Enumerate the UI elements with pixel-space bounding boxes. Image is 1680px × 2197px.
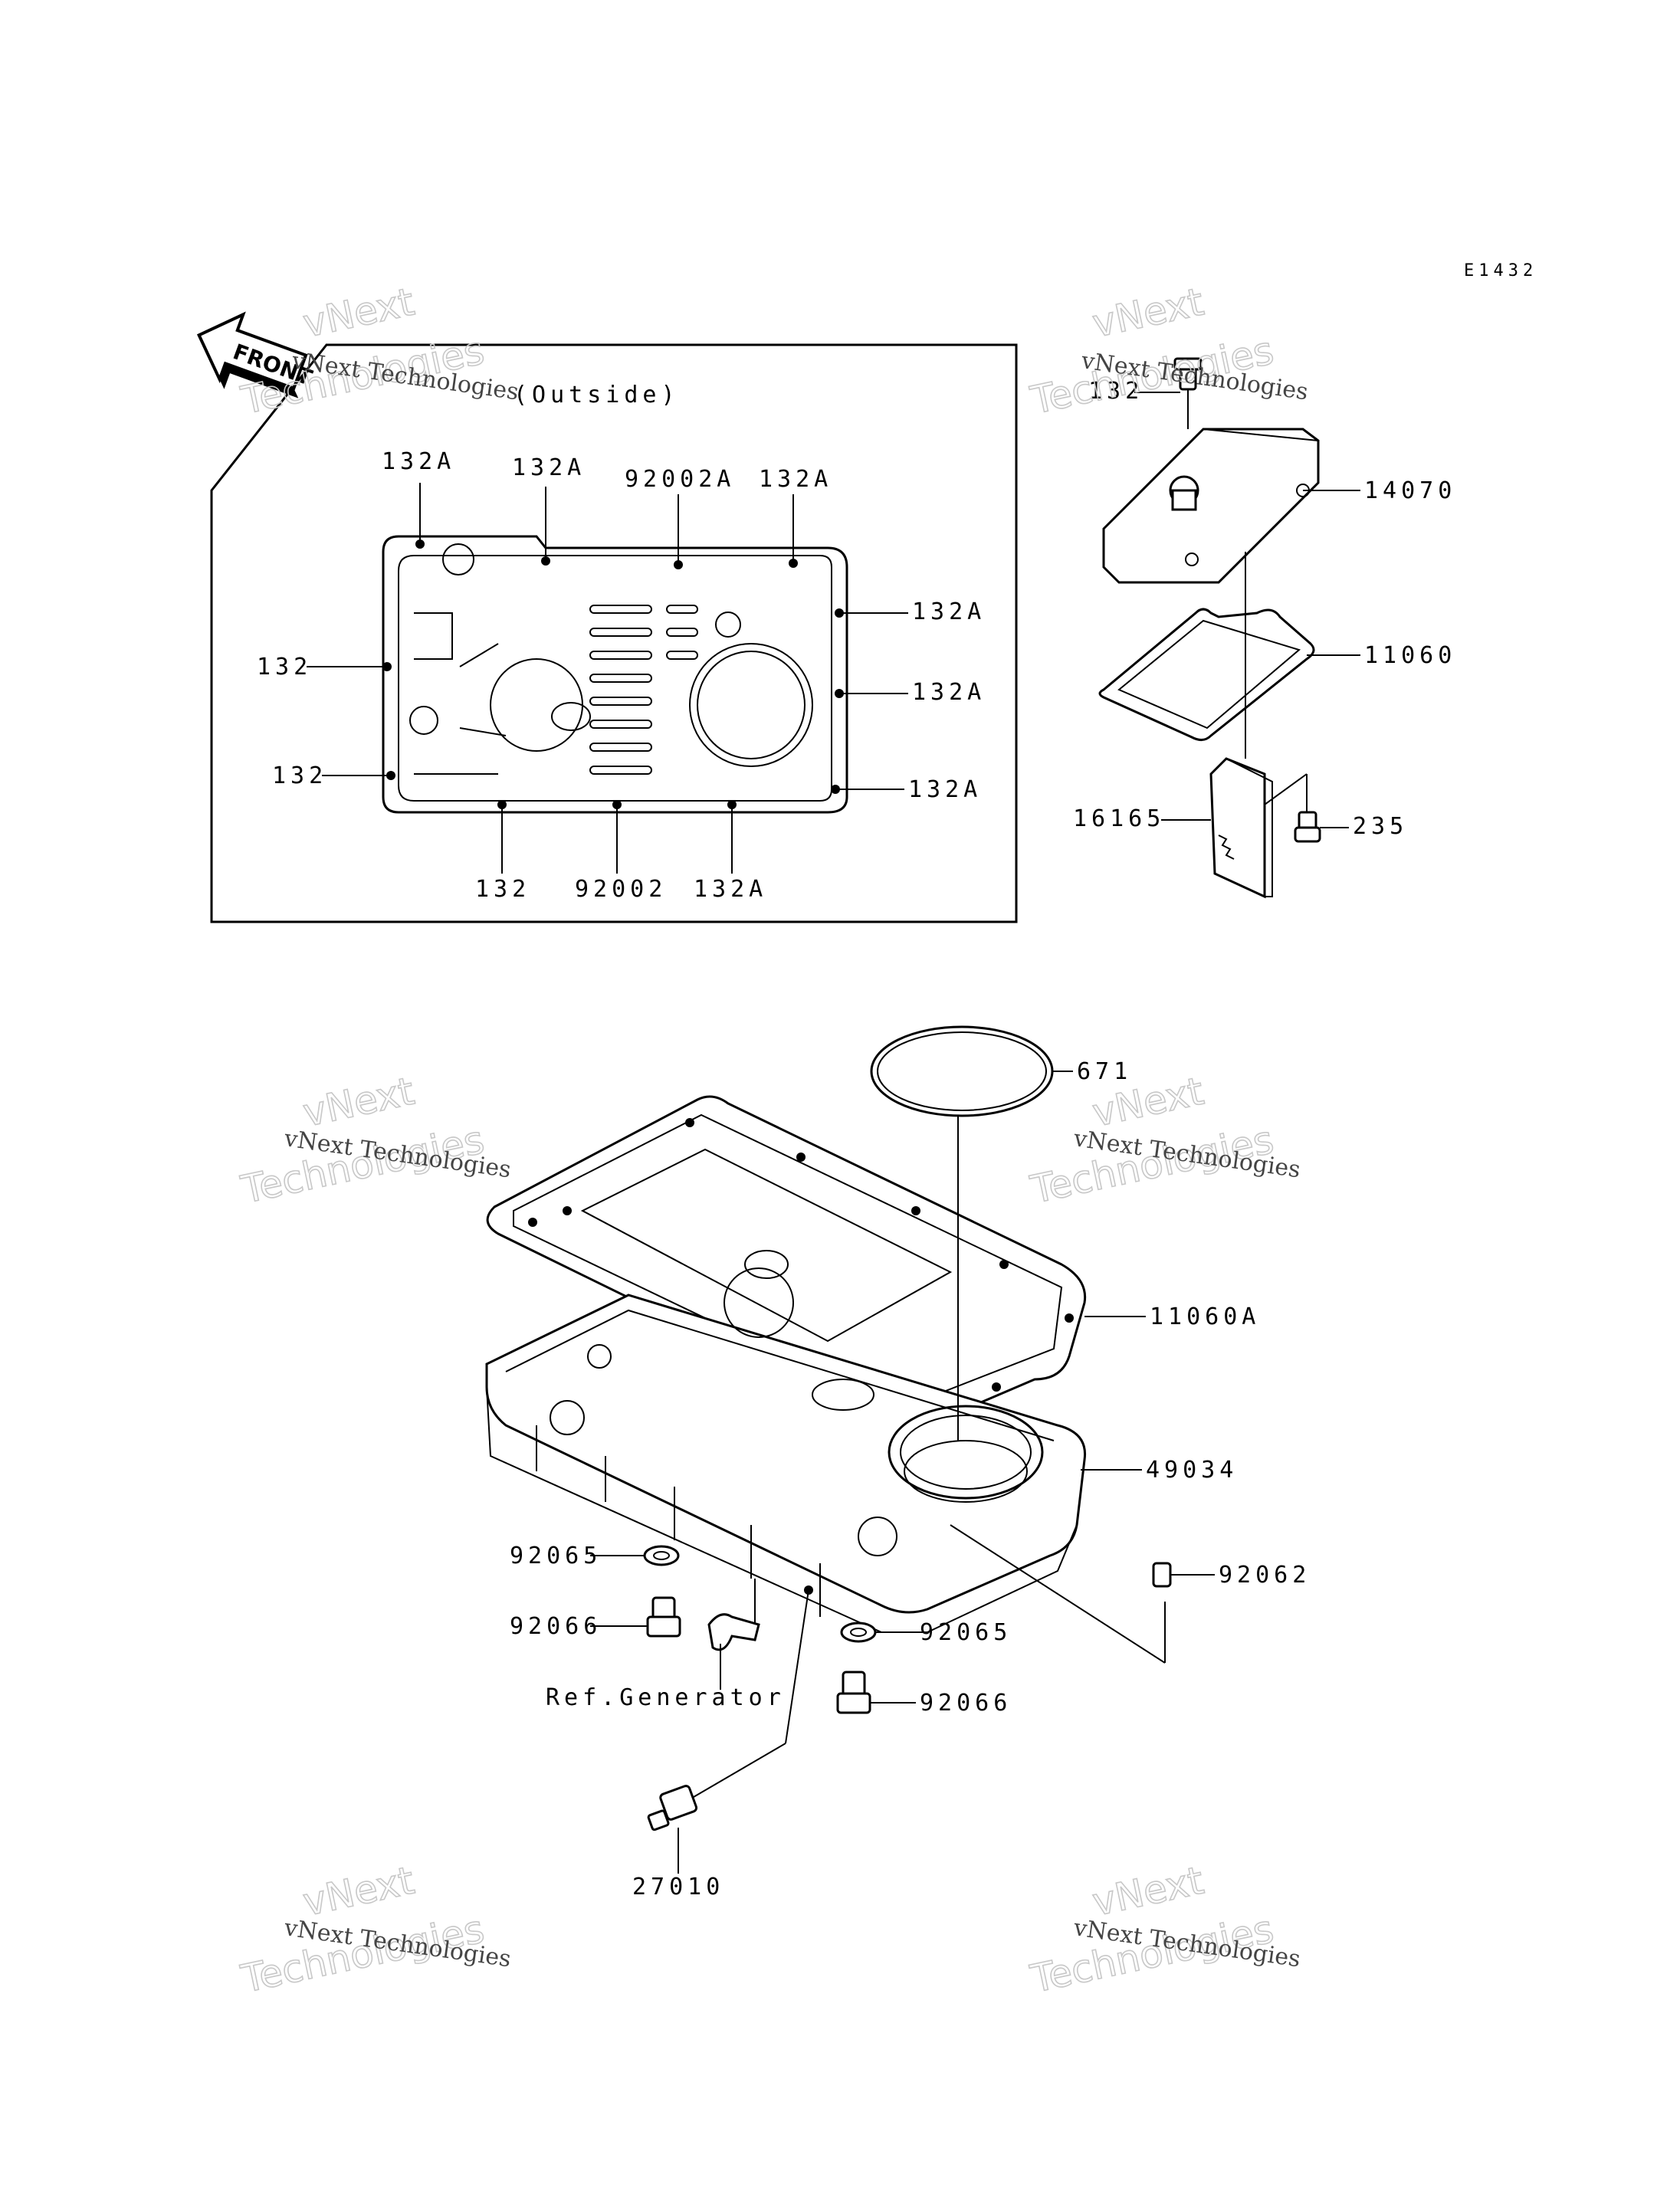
svg-text:vNext: vNext: [299, 1069, 418, 1136]
callout-11060: 11060: [1364, 642, 1456, 669]
callout-92062: 92062: [1219, 1562, 1311, 1589]
callout-92066-right: 92066: [920, 1690, 1012, 1717]
oil-cover-assembly: [1098, 357, 1321, 899]
callout-49034: 49034: [1146, 1457, 1238, 1484]
callout-inset-132a-1: 132A: [382, 448, 455, 475]
inset-leader-lines: [307, 483, 908, 874]
callout-92065-right: 92065: [920, 1619, 1012, 1646]
callout-inset-132-3: 132: [475, 876, 530, 903]
diagram-code: E1432: [1464, 261, 1537, 280]
inset-frame: [210, 343, 1018, 923]
watermark-bottom-right: vNext Technologies vNext Technologies: [1026, 1858, 1302, 2002]
callout-14070: 14070: [1364, 477, 1456, 504]
main-leader-lines: [590, 1071, 1215, 1874]
callout-inset-132-2: 132: [272, 762, 327, 789]
callout-235: 235: [1353, 813, 1408, 840]
svg-text:vNext: vNext: [299, 1858, 418, 1925]
watermark-top-right: vNext Technologies vNext Technologies: [1026, 279, 1310, 424]
watermark-mid-left: vNext Technologies vNext Technologies: [237, 1068, 513, 1213]
callout-cover-132: 132: [1088, 378, 1144, 405]
callout-92066-left: 92066: [510, 1613, 602, 1640]
svg-text:vNext: vNext: [1088, 280, 1207, 346]
callout-16165: 16165: [1073, 805, 1165, 832]
callout-27010: 27010: [632, 1874, 724, 1900]
watermark-mid-right: vNext Technologies vNext Technologies: [1026, 1068, 1302, 1213]
callout-92065-left: 92065: [510, 1543, 602, 1569]
callout-inset-92002a: 92002A: [625, 466, 735, 493]
outside-label: (Outside): [514, 382, 680, 408]
callout-inset-132a-3: 132A: [759, 466, 832, 493]
inset-oil-pan-outline: [382, 535, 848, 814]
ref-generator-label: Ref.Generator: [546, 1684, 786, 1711]
callout-inset-92002: 92002: [575, 876, 667, 903]
callout-inset-132a-4: 132A: [912, 598, 986, 625]
callout-inset-132a-7: 132A: [694, 876, 767, 903]
callout-inset-132-1: 132: [257, 654, 312, 680]
svg-text:vNext: vNext: [299, 280, 418, 346]
svg-text:vNext: vNext: [1088, 1858, 1207, 1925]
oil-pan-assembly: [485, 1025, 1172, 1831]
cover-leader-lines: [1134, 389, 1360, 828]
watermark-bottom-left: vNext Technologies vNext Technologies: [237, 1858, 513, 2002]
callout-671: 671: [1077, 1058, 1132, 1085]
callout-inset-132a-6: 132A: [908, 776, 982, 803]
callout-11060a: 11060A: [1150, 1303, 1260, 1330]
callout-inset-132a-5: 132A: [912, 679, 986, 706]
callout-inset-132a-2: 132A: [512, 454, 586, 481]
